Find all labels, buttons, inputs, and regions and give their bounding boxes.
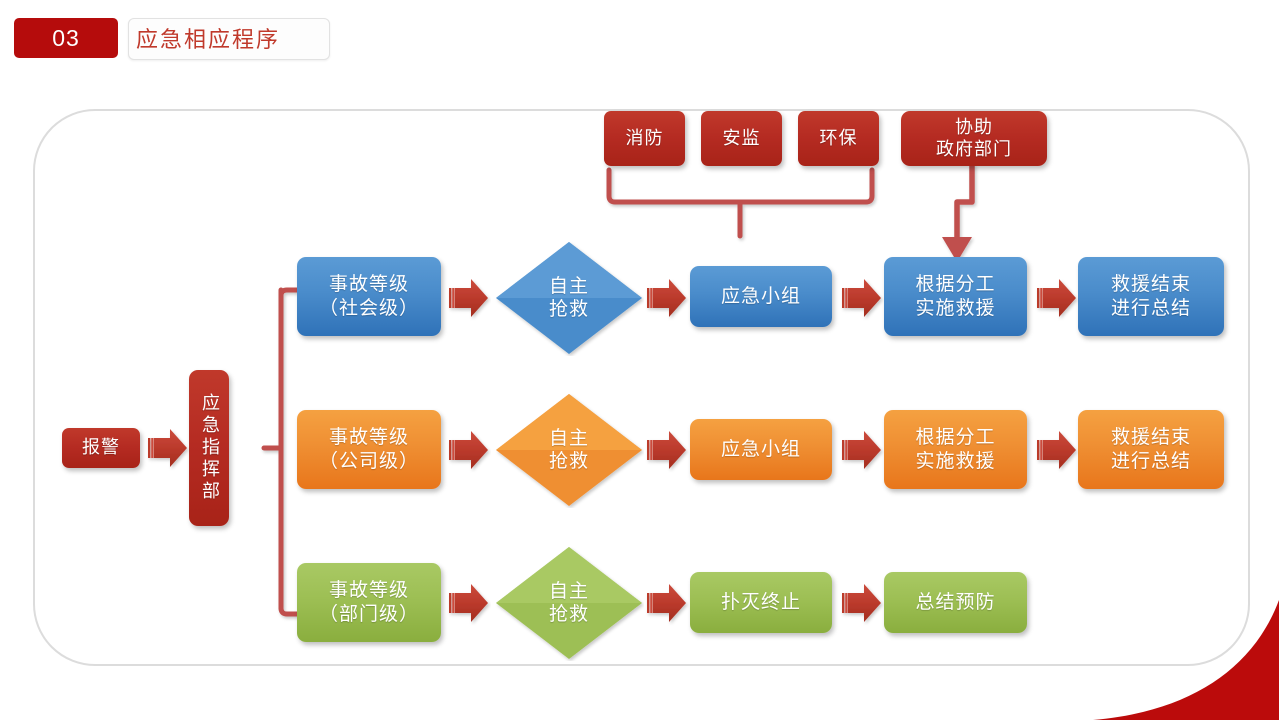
arrow-social-level-to-decision xyxy=(449,279,488,317)
company-rescue-execution-box[interactable]: 根据分工 实施救援 xyxy=(884,410,1027,489)
arrow-social-rescue-to-summary xyxy=(1037,279,1076,317)
company-level-decision[interactable]: 自主 抢救 xyxy=(494,392,644,508)
alarm-box[interactable]: 报警 xyxy=(62,428,140,468)
summary-prevention-box[interactable]: 总结预防 xyxy=(884,572,1027,633)
social-summary-box[interactable]: 救援结束 进行总结 xyxy=(1078,257,1224,336)
company-level-box[interactable]: 事故等级 （公司级） xyxy=(297,410,441,489)
arrow-company-decision-to-team xyxy=(647,431,686,469)
arrow-company-rescue-to-summary xyxy=(1037,431,1076,469)
government-assistance-box[interactable]: 协助 政府部门 xyxy=(901,111,1047,166)
section-number-badge: 03 xyxy=(14,18,118,58)
arrow-social-decision-to-team xyxy=(647,279,686,317)
safety-supervision-box[interactable]: 安监 xyxy=(701,111,782,166)
extinguish-terminate-box[interactable]: 扑灭终止 xyxy=(690,572,832,633)
company-level-decision-label: 自主 抢救 xyxy=(548,427,589,472)
department-level-decision[interactable]: 自主 抢救 xyxy=(494,545,644,661)
emergency-command-box[interactable]: 应急指挥部 xyxy=(189,370,229,526)
social-emergency-team-box[interactable]: 应急小组 xyxy=(690,266,832,327)
diagram-frame xyxy=(33,109,1250,666)
arrow-company-level-to-decision xyxy=(449,431,488,469)
social-level-decision[interactable]: 自主 抢救 xyxy=(494,240,644,356)
arrow-department-level-to-decision xyxy=(449,584,488,622)
department-level-box[interactable]: 事故等级 （部门级） xyxy=(297,563,441,642)
arrow-social-team-to-rescue xyxy=(842,279,881,317)
arrow-alarm-to-command xyxy=(148,429,187,467)
arrow-department-decision-to-extinguish xyxy=(647,584,686,622)
company-emergency-team-box[interactable]: 应急小组 xyxy=(690,419,832,480)
environmental-protection-box[interactable]: 环保 xyxy=(798,111,879,166)
page-title-plate xyxy=(128,18,330,60)
social-level-box[interactable]: 事故等级 （社会级） xyxy=(297,257,441,336)
department-level-decision-label: 自主 抢救 xyxy=(548,580,589,625)
arrow-company-team-to-rescue xyxy=(842,431,881,469)
social-rescue-execution-box[interactable]: 根据分工 实施救援 xyxy=(884,257,1027,336)
company-summary-box[interactable]: 救援结束 进行总结 xyxy=(1078,410,1224,489)
social-level-decision-label: 自主 抢救 xyxy=(548,275,589,320)
fire-department-box[interactable]: 消防 xyxy=(604,111,685,166)
arrow-extinguish-to-prevention xyxy=(842,584,881,622)
page-title: 应急相应程序 xyxy=(136,27,281,52)
